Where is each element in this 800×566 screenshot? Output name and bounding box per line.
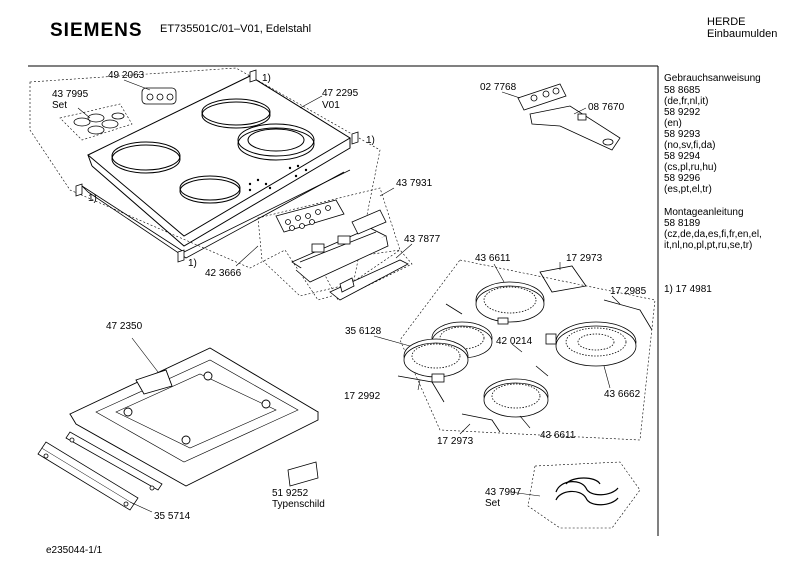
label-437997-set: Set xyxy=(485,498,501,509)
model-number: ET735501C/01–V01, Edelstahl xyxy=(160,23,312,35)
label-087670: 08 7670 xyxy=(588,102,625,113)
bracket-437877 xyxy=(329,259,409,301)
label-472295: 47 2295 xyxy=(322,88,359,99)
label-492063: 49 2063 xyxy=(108,70,145,81)
rating-plate xyxy=(287,461,319,487)
label-027768: 02 7768 xyxy=(480,82,517,93)
mounting-title: Montageanleitung xyxy=(664,207,744,218)
brand-logo: SIEMENS xyxy=(50,20,143,41)
manual-line: 58 9294 xyxy=(664,151,701,162)
manual-line: (no,sv,fi,da) xyxy=(664,140,716,151)
label-437995: 43 7995 xyxy=(52,89,89,100)
label-note-1c: 1) xyxy=(88,193,97,204)
label-172973-top: 17 2973 xyxy=(566,253,603,264)
label-519252: 51 9252 xyxy=(272,488,309,499)
heating-coil-set-437997 xyxy=(555,477,619,506)
heating-elements xyxy=(403,281,637,418)
manual-line: (es,pt,el,tr) xyxy=(664,184,712,195)
category-subtitle: Einbaumulden xyxy=(707,28,778,40)
mounting-rail xyxy=(37,431,163,511)
label-472350: 47 2350 xyxy=(106,321,143,332)
label-420214: 42 0214 xyxy=(496,336,533,347)
manual-title: Gebrauchsanweisung xyxy=(664,73,761,84)
manual-line: 58 8685 xyxy=(664,85,701,96)
cooking-zones xyxy=(111,98,315,204)
manual-line: 58 9292 xyxy=(664,107,701,118)
label-437931: 43 7931 xyxy=(396,178,433,189)
label-519252-name: Typenschild xyxy=(272,499,325,510)
document-id: e235044-1/1 xyxy=(46,545,103,556)
hob-glass-plate xyxy=(81,75,351,259)
label-note-1d: 1) xyxy=(188,258,197,269)
label-436611-bottom: 43 6611 xyxy=(540,430,576,441)
label-437997: 43 7997 xyxy=(485,487,522,498)
manual-line: 58 9296 xyxy=(664,173,701,184)
manual-line: (cs,pl,ru,hu) xyxy=(664,162,717,173)
category-title: HERDE xyxy=(707,16,746,28)
label-356128: 35 6128 xyxy=(345,326,382,337)
manual-line: 58 9293 xyxy=(664,129,701,140)
label-437995-set: Set xyxy=(52,100,68,111)
manual-line: (de,fr,nl,it) xyxy=(664,96,709,107)
leader-lines-top xyxy=(77,95,413,267)
mounting-line: it,nl,no,pl,pt,ru,se,tr) xyxy=(664,240,753,251)
hob-housing-tray xyxy=(69,347,319,487)
label-note-1a: 1) xyxy=(262,73,271,84)
label-172992: 17 2992 xyxy=(344,391,381,402)
mounting-line: 58 8189 xyxy=(664,218,701,229)
clip-parts xyxy=(75,69,359,263)
spring-clips xyxy=(397,265,653,433)
scraper-tool xyxy=(517,83,621,151)
leader-lines-heating xyxy=(373,262,621,435)
label-472295-variant: V01 xyxy=(322,100,340,111)
touch-control-symbols xyxy=(248,164,308,192)
label-172985: 17 2985 xyxy=(610,286,647,297)
footnote: 1) 17 4981 xyxy=(664,284,712,295)
part-492063 xyxy=(141,87,177,105)
label-355714: 35 5714 xyxy=(154,511,191,522)
label-423666: 42 3666 xyxy=(205,268,242,279)
label-note-1b: 1) xyxy=(366,135,375,146)
label-436662: 43 6662 xyxy=(604,389,641,400)
label-436611-top: 43 6611 xyxy=(475,253,511,264)
knob-set-437995 xyxy=(73,112,125,135)
label-172973-bottom: 17 2973 xyxy=(437,436,474,447)
manual-line: (en) xyxy=(664,118,682,129)
control-module xyxy=(275,199,389,283)
mounting-line: (cz,de,da,es,fi,fr,en,el, xyxy=(664,229,762,240)
label-437877: 43 7877 xyxy=(404,234,441,245)
